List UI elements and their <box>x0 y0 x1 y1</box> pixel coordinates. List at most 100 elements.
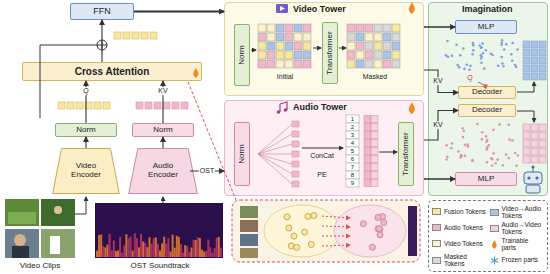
feature-cloud <box>455 43 458 46</box>
query-label: Q <box>467 74 472 82</box>
position-column <box>346 179 359 187</box>
position-number: 5 <box>351 148 354 155</box>
position-column <box>346 163 359 171</box>
output-grid <box>539 65 546 72</box>
alignment-points <box>286 225 292 231</box>
video-frames <box>12 246 29 258</box>
alignment-inset <box>408 206 417 256</box>
alignment-inset <box>240 206 258 218</box>
spectrogram-bands <box>125 234 127 257</box>
alignment-inset <box>240 234 258 246</box>
output-grid <box>523 57 530 64</box>
spectrogram-bands <box>107 245 109 257</box>
feature-cloud <box>471 159 474 162</box>
token-row <box>114 32 121 39</box>
position-column <box>364 132 371 139</box>
token-grid <box>285 33 293 41</box>
token-row <box>94 102 101 109</box>
feature-cloud <box>446 156 449 159</box>
spectrogram-bands <box>184 245 186 257</box>
spectrogram-bands <box>176 236 178 257</box>
alignment-points <box>322 216 350 218</box>
token-grid <box>374 33 382 41</box>
alignment-points <box>376 226 382 232</box>
video-icon <box>276 4 288 13</box>
feature-cloud <box>517 154 520 157</box>
token-grid <box>347 33 355 41</box>
panel-heading: Video Tower <box>293 5 346 15</box>
token-row <box>172 102 179 109</box>
feature-cloud <box>471 53 474 56</box>
legend-item: Trainable parts <box>490 237 545 251</box>
token-row <box>132 32 139 39</box>
feature-cloud <box>498 123 501 126</box>
token-row <box>58 102 65 109</box>
robot-icon <box>532 166 535 169</box>
feature-cloud <box>502 164 505 167</box>
legend-swatch <box>490 225 499 232</box>
spectrogram-bands <box>214 248 216 257</box>
norm-box: Norm <box>55 123 117 137</box>
robot-icon <box>535 176 538 179</box>
token-grid <box>303 24 311 32</box>
legend-text: Masked Tokens <box>444 253 487 267</box>
feature-cloud <box>461 127 464 130</box>
output-grid <box>539 148 546 155</box>
snowflake-icon <box>491 256 498 264</box>
tower-arrows <box>379 152 397 153</box>
spectrogram-bands <box>180 244 182 257</box>
token-row <box>123 32 130 39</box>
spectrogram <box>95 203 223 258</box>
spectrogram-bands <box>201 250 203 257</box>
spectrogram-bands <box>191 248 193 257</box>
output-grid <box>523 41 530 48</box>
alignment-inset <box>232 200 420 262</box>
feature-cloud <box>483 67 486 70</box>
feature-cloud <box>511 42 514 45</box>
spectrogram-bands <box>104 247 106 257</box>
feature-cloud <box>463 130 466 133</box>
spectrogram-bands <box>174 248 176 257</box>
token-grid <box>294 51 302 59</box>
spectrogram-bands <box>109 234 111 257</box>
spectrogram-bands <box>220 248 222 257</box>
panel-heading: Audio Tower <box>293 103 347 113</box>
feature-cloud <box>508 123 511 126</box>
token-row <box>163 102 170 109</box>
feature-cloud <box>450 147 453 150</box>
token-grid <box>383 60 391 68</box>
spectrogram-bands <box>188 252 190 257</box>
video-frames <box>8 212 36 224</box>
feature-cloud <box>511 139 514 142</box>
token-grid <box>356 33 364 41</box>
legend-swatch <box>432 240 441 247</box>
alignment-points <box>375 214 381 220</box>
spectrogram <box>95 197 223 258</box>
position-column <box>371 124 378 131</box>
legend-item: Video→Audio Tokens <box>490 205 545 219</box>
token-grid <box>365 60 373 68</box>
token-grid <box>356 42 364 50</box>
feature-cloud <box>485 140 488 143</box>
flame-icon <box>492 240 497 249</box>
robot-icon <box>533 168 534 172</box>
feature-cloud <box>445 144 448 147</box>
edge-label: OST <box>199 167 215 175</box>
token-grid <box>258 60 266 68</box>
spectrogram-bands <box>138 247 140 257</box>
token-grid <box>392 24 400 32</box>
patch-embedding <box>292 151 299 157</box>
token-grid <box>258 33 266 41</box>
token-grid <box>267 24 275 32</box>
token-grid <box>383 33 391 41</box>
spectrogram-bands <box>195 240 197 257</box>
box-label: Norm <box>238 45 247 65</box>
token-grid <box>347 42 355 50</box>
legend-text: Frozen parts <box>502 256 539 263</box>
spectrogram-bands <box>117 251 119 257</box>
connector-arrow <box>424 26 455 28</box>
residual-connection <box>40 45 97 118</box>
token-grid <box>383 42 391 50</box>
box-label: Cross Attention <box>75 66 150 77</box>
ffn-box: FFN <box>70 3 134 20</box>
